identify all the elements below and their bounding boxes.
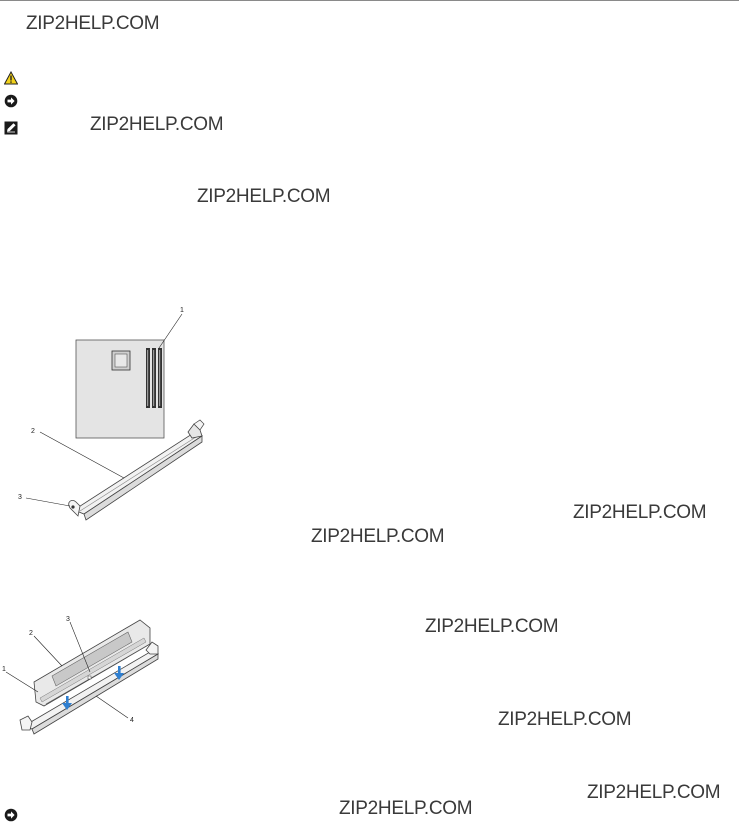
memory-module bbox=[33, 619, 151, 707]
warning-triangle-icon bbox=[4, 71, 18, 85]
callout-1: 1 bbox=[180, 307, 184, 314]
memory-connector-figure: 1 2 3 bbox=[18, 307, 205, 521]
memory-slots bbox=[146, 348, 162, 408]
watermark: ZIP2HELP.COM bbox=[587, 782, 721, 803]
callout-3: 3 bbox=[66, 616, 70, 623]
watermark: ZIP2HELP.COM bbox=[339, 798, 473, 819]
watermark: ZIP2HELP.COM bbox=[90, 114, 224, 135]
callout-3: 3 bbox=[18, 494, 22, 501]
securing-clip bbox=[68, 500, 81, 517]
callout-2: 2 bbox=[31, 428, 35, 435]
watermark: ZIP2HELP.COM bbox=[197, 186, 331, 207]
notice-arrow-icon bbox=[4, 808, 18, 822]
top-rule bbox=[0, 0, 739, 1]
watermark: ZIP2HELP.COM bbox=[311, 526, 445, 547]
memory-connector bbox=[19, 641, 160, 735]
notice-arrow-icon bbox=[4, 94, 18, 108]
watermark: ZIP2HELP.COM bbox=[573, 502, 707, 523]
notch bbox=[87, 675, 92, 680]
callout-4: 4 bbox=[130, 717, 134, 724]
watermark: ZIP2HELP.COM bbox=[425, 616, 559, 637]
insert-arrows bbox=[62, 666, 124, 710]
callout-2: 2 bbox=[29, 630, 33, 637]
memory-module-figure: 1 2 3 4 bbox=[2, 616, 160, 735]
note-pencil-icon bbox=[4, 121, 18, 135]
memory-connector bbox=[68, 419, 205, 521]
watermark: ZIP2HELP.COM bbox=[498, 709, 632, 730]
watermark: ZIP2HELP.COM bbox=[26, 13, 160, 34]
callout-1: 1 bbox=[2, 666, 6, 673]
